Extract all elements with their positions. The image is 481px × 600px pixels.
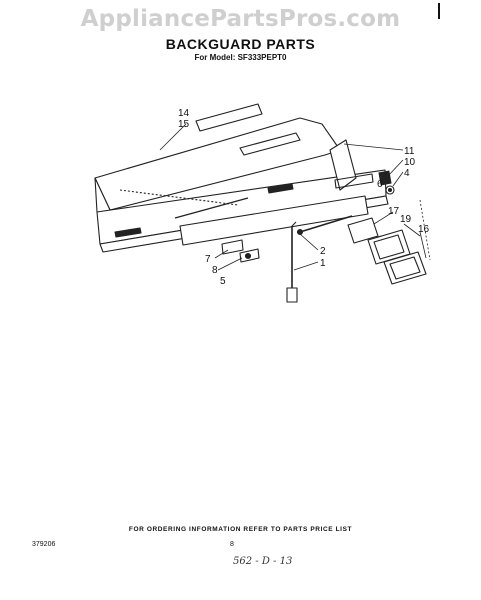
panel-slot-center [267, 183, 294, 194]
callout-2: 2 [320, 246, 326, 257]
probe-tip [291, 221, 297, 227]
leader-7 [214, 249, 229, 259]
overlay-panel [179, 195, 369, 246]
callout-16: 16 [418, 224, 430, 235]
connector-rod [299, 215, 353, 233]
callout-7: 7 [205, 254, 211, 265]
callout-17: 17 [388, 206, 400, 217]
leader-8 [217, 257, 243, 271]
timer-face [373, 234, 405, 260]
timer-housing [347, 217, 379, 244]
callout-6: 6 [377, 179, 383, 190]
margin-mark [438, 3, 440, 19]
leader-16 [419, 231, 427, 259]
nut-hole [387, 187, 393, 193]
callout-4: 4 [404, 168, 410, 179]
watermark: AppliancePartsPros.com [80, 6, 401, 32]
page-title: BACKGUARD PARTS [165, 36, 316, 52]
leader-1 [293, 261, 319, 271]
callout-19: 19 [400, 214, 412, 225]
callout-10: 10 [404, 157, 416, 168]
leader-2 [299, 233, 319, 251]
model-subtitle: For Model: SF333PEPT0 [194, 53, 287, 62]
screw-part [378, 170, 392, 186]
panel-slot-left [114, 227, 142, 238]
callout-11: 11 [404, 146, 415, 157]
end-cap-left [195, 103, 263, 132]
document-code: 379206 [32, 541, 56, 548]
probe-connector [286, 287, 298, 303]
callout-1: 1 [320, 258, 326, 269]
callout-8: 8 [212, 265, 218, 276]
callout-14: 14 [178, 108, 190, 119]
ordering-note: FOR ORDERING INFORMATION REFER TO PARTS … [128, 526, 353, 533]
page-number: 8 [230, 541, 234, 548]
leader-4 [392, 171, 404, 187]
callout-15: 15 [178, 119, 190, 130]
timer-lens-inner [389, 256, 421, 280]
leader-17 [373, 211, 394, 225]
leader-14-15 [159, 123, 187, 151]
rod-end [296, 228, 304, 236]
trim-strip [174, 197, 249, 219]
leader-10 [387, 159, 404, 177]
backguard-window [239, 132, 301, 156]
leader-11 [343, 143, 404, 151]
callout-5: 5 [220, 276, 226, 287]
leader-19 [403, 223, 421, 237]
handwritten-note: 562 - D - 13 [233, 556, 293, 567]
panel-dial-window [334, 173, 374, 189]
switch-knob [244, 252, 252, 260]
